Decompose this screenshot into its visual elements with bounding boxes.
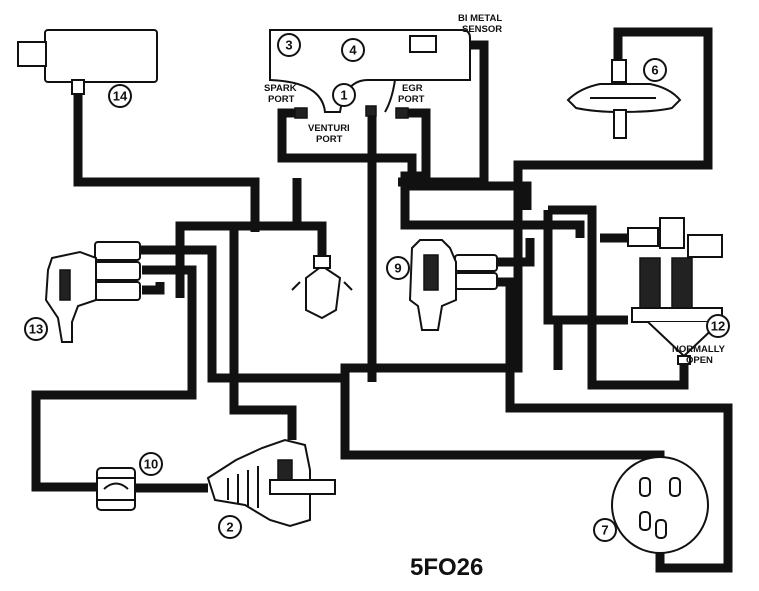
svg-text:14: 14 (113, 89, 128, 104)
hose-spark-port (277, 108, 532, 210)
bimetal-label-line2: SENSOR (462, 24, 502, 35)
bimetal-label-line1: BI METAL (458, 13, 502, 24)
text-labels: BI METAL SENSOR SPARK PORT EGR PORT VENT… (264, 13, 726, 581)
svg-text:12: 12 (711, 319, 725, 334)
hose-center-branch (255, 221, 327, 258)
hose-bimetal (398, 40, 489, 187)
component-2 (206, 438, 336, 528)
svg-text:9: 9 (394, 261, 401, 276)
callout-14: 14 (108, 84, 132, 108)
svg-text:6: 6 (651, 63, 658, 78)
svg-text:13: 13 (29, 322, 43, 337)
callout-10: 10 (139, 452, 163, 476)
hose-9-a (498, 238, 535, 267)
svg-text:7: 7 (601, 523, 608, 538)
normally-open-label-line1: NORMALLY (672, 344, 726, 355)
component-7 (611, 456, 709, 554)
component-12 (627, 217, 723, 365)
callout-6: 6 (643, 58, 667, 82)
hose-9-b (498, 277, 733, 573)
svg-text:10: 10 (144, 457, 158, 472)
svg-text:2: 2 (226, 520, 233, 535)
egr-port-label-line1: EGR (402, 83, 423, 94)
svg-text:1: 1 (340, 88, 347, 103)
hose-12-b (543, 210, 628, 325)
hose-center-tee (175, 178, 302, 298)
spark-port-label-line2: PORT (268, 94, 295, 105)
normally-open-label-line2: OPEN (686, 355, 713, 366)
component-9 (408, 239, 498, 331)
callout-4: 4 (341, 38, 365, 62)
svg-text:4: 4 (349, 43, 357, 58)
distributor-diaphragm (291, 255, 353, 320)
hose-12-c (548, 205, 689, 390)
hose-egr-port (398, 108, 585, 238)
callout-13: 13 (24, 317, 48, 341)
egr-port-label-line2: PORT (398, 94, 425, 105)
component-14 (17, 29, 158, 95)
carburetor (269, 29, 471, 119)
component-6 (566, 59, 682, 139)
venturi-port-label-line1: VENTURI (308, 123, 350, 134)
callout-1: 1 (332, 83, 356, 107)
hose-14 (73, 95, 260, 232)
callout-12: 12 (706, 314, 730, 338)
callout-7: 7 (593, 518, 617, 542)
vacuum-hoses (31, 27, 733, 573)
svg-text:3: 3 (285, 38, 292, 53)
hose-13-d (229, 230, 297, 440)
spark-port-label-line1: SPARK (264, 83, 297, 94)
callout-9: 9 (386, 256, 410, 280)
component-10 (96, 467, 136, 511)
callout-2: 2 (218, 515, 242, 539)
callout-3: 3 (277, 33, 301, 57)
figure-code: 5FO26 (410, 554, 483, 581)
venturi-port-label-line2: PORT (316, 134, 343, 145)
hose-13-a (140, 245, 345, 383)
hose-13-c (142, 282, 165, 295)
component-13 (44, 241, 141, 343)
hose-13-b (31, 265, 197, 492)
